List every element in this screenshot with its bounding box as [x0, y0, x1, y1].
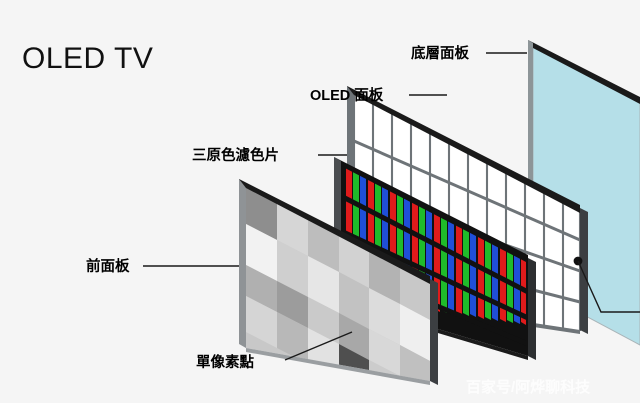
oled-panel-top-edge: [347, 86, 580, 213]
back-panel-top-edge: [528, 40, 640, 104]
callout-leader-lines: [143, 52, 640, 361]
front-panel-top-edge: [239, 179, 430, 284]
front-panel-left-edge: [239, 179, 246, 348]
callout-label-back-panel: 底層面板: [411, 44, 469, 62]
callout-label-color-filter: 三原色濾色片: [192, 146, 279, 164]
callout-label-single-pixel: 單像素點: [196, 353, 254, 371]
front-panel-gray-cells: [246, 183, 430, 381]
layer-front-panel: [239, 179, 438, 385]
front-panel-right-edge: [430, 279, 438, 385]
callout-label-oled-panel: OLED 面板: [310, 86, 384, 104]
oled-panel-right-edge: [580, 208, 588, 334]
watermark: 百家号/阿烨聊科技: [466, 378, 591, 396]
page-title: OLED TV: [22, 42, 153, 75]
leader-single-pixel: [284, 331, 353, 361]
callout-label-front-panel: 前面板: [86, 257, 130, 275]
color-filter-right-edge: [528, 258, 536, 360]
color-filter-top-edge: [334, 157, 528, 263]
leader-oled-pixel-detail: [577, 260, 640, 313]
